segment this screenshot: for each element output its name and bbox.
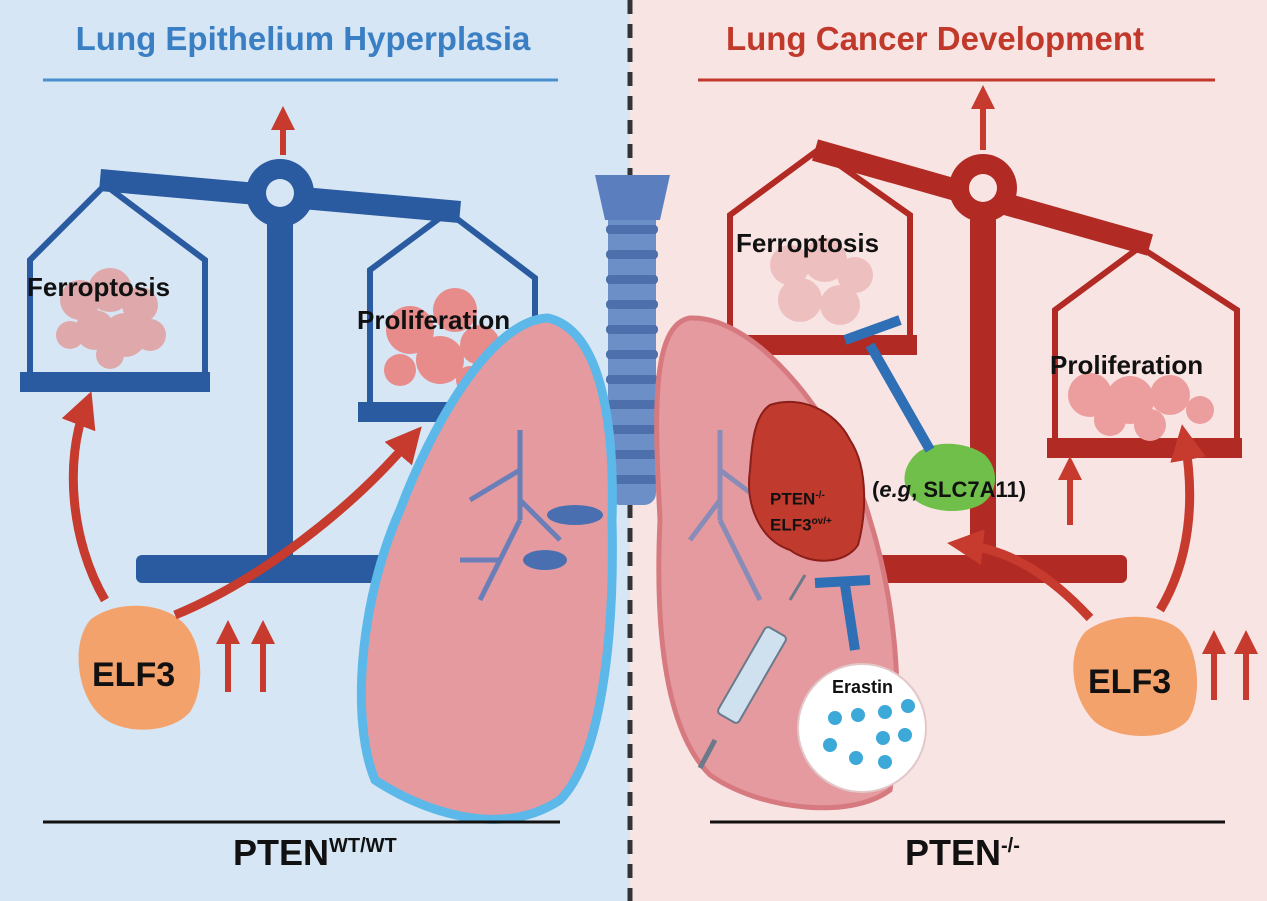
erastin-inhibits-slc7a11: [814, 575, 871, 651]
right-elf3-protein: [1073, 616, 1198, 736]
slc7a11-text: , SLC7A11): [911, 477, 1027, 502]
slc7a11-protein: [904, 443, 996, 512]
left-panel-title: Lung Epithelium Hyperplasia: [75, 20, 531, 57]
erastin-label: Erastin: [832, 677, 894, 697]
right-panel-title: Lung Cancer Development: [725, 20, 1145, 57]
left-lung: [356, 313, 617, 824]
left-elf3-arrows: [61, 391, 422, 620]
right-elf3-label: ELF3: [1088, 663, 1172, 701]
left-genotype-base: PTEN: [233, 832, 330, 873]
slc7a11-label: (e.g, SLC7A11): [872, 477, 1026, 503]
left-genotype-sup: WT/WT: [329, 835, 397, 857]
slc7a11-paren: (: [872, 477, 880, 502]
right-genotype-base: PTEN: [905, 832, 1002, 873]
right-elf3-arrows: [947, 424, 1206, 622]
left-ferroptosis-label: Ferroptosis: [27, 272, 171, 302]
left-proliferation-label: Proliferation: [357, 305, 511, 335]
syringe: [697, 574, 807, 770]
tumor-elf3: ELF3: [770, 515, 812, 535]
tumor-pten: PTEN: [770, 489, 816, 509]
left-upregulation-arrows: [216, 620, 275, 692]
left-balance-scale: [20, 106, 548, 583]
slc7a11-inhibits-ferroptosis: [843, 315, 935, 453]
left-genotype-label: PTENWT/WT: [233, 832, 397, 874]
tumor-elf3-sup: ov/+: [811, 515, 832, 527]
right-genotype-sup: -/-: [1001, 835, 1020, 857]
tumor-genotype-label: PTEN-/- ELF3ov/+: [770, 485, 832, 536]
left-ferroptosis-cells: [56, 268, 166, 369]
left-elf3-protein: [78, 605, 201, 730]
right-pivot: [969, 174, 997, 202]
right-proliferation-cells: [1068, 373, 1214, 441]
right-proliferation-label: Proliferation: [1050, 350, 1204, 380]
erastin-molecules: [797, 663, 927, 793]
slc7a11-eg: e.g: [879, 477, 912, 502]
left-pivot: [266, 179, 294, 207]
right-upregulation-arrows: [1058, 456, 1258, 700]
right-genotype-label: PTEN-/-: [905, 832, 1020, 874]
right-ferroptosis-cells: [770, 238, 873, 325]
tumor-mass: [748, 400, 866, 562]
left-elf3-label: ELF3: [92, 656, 176, 694]
trachea: [595, 175, 670, 505]
tumor-pten-sup: -/-: [815, 490, 825, 501]
right-ferroptosis-label: Ferroptosis: [736, 228, 880, 258]
